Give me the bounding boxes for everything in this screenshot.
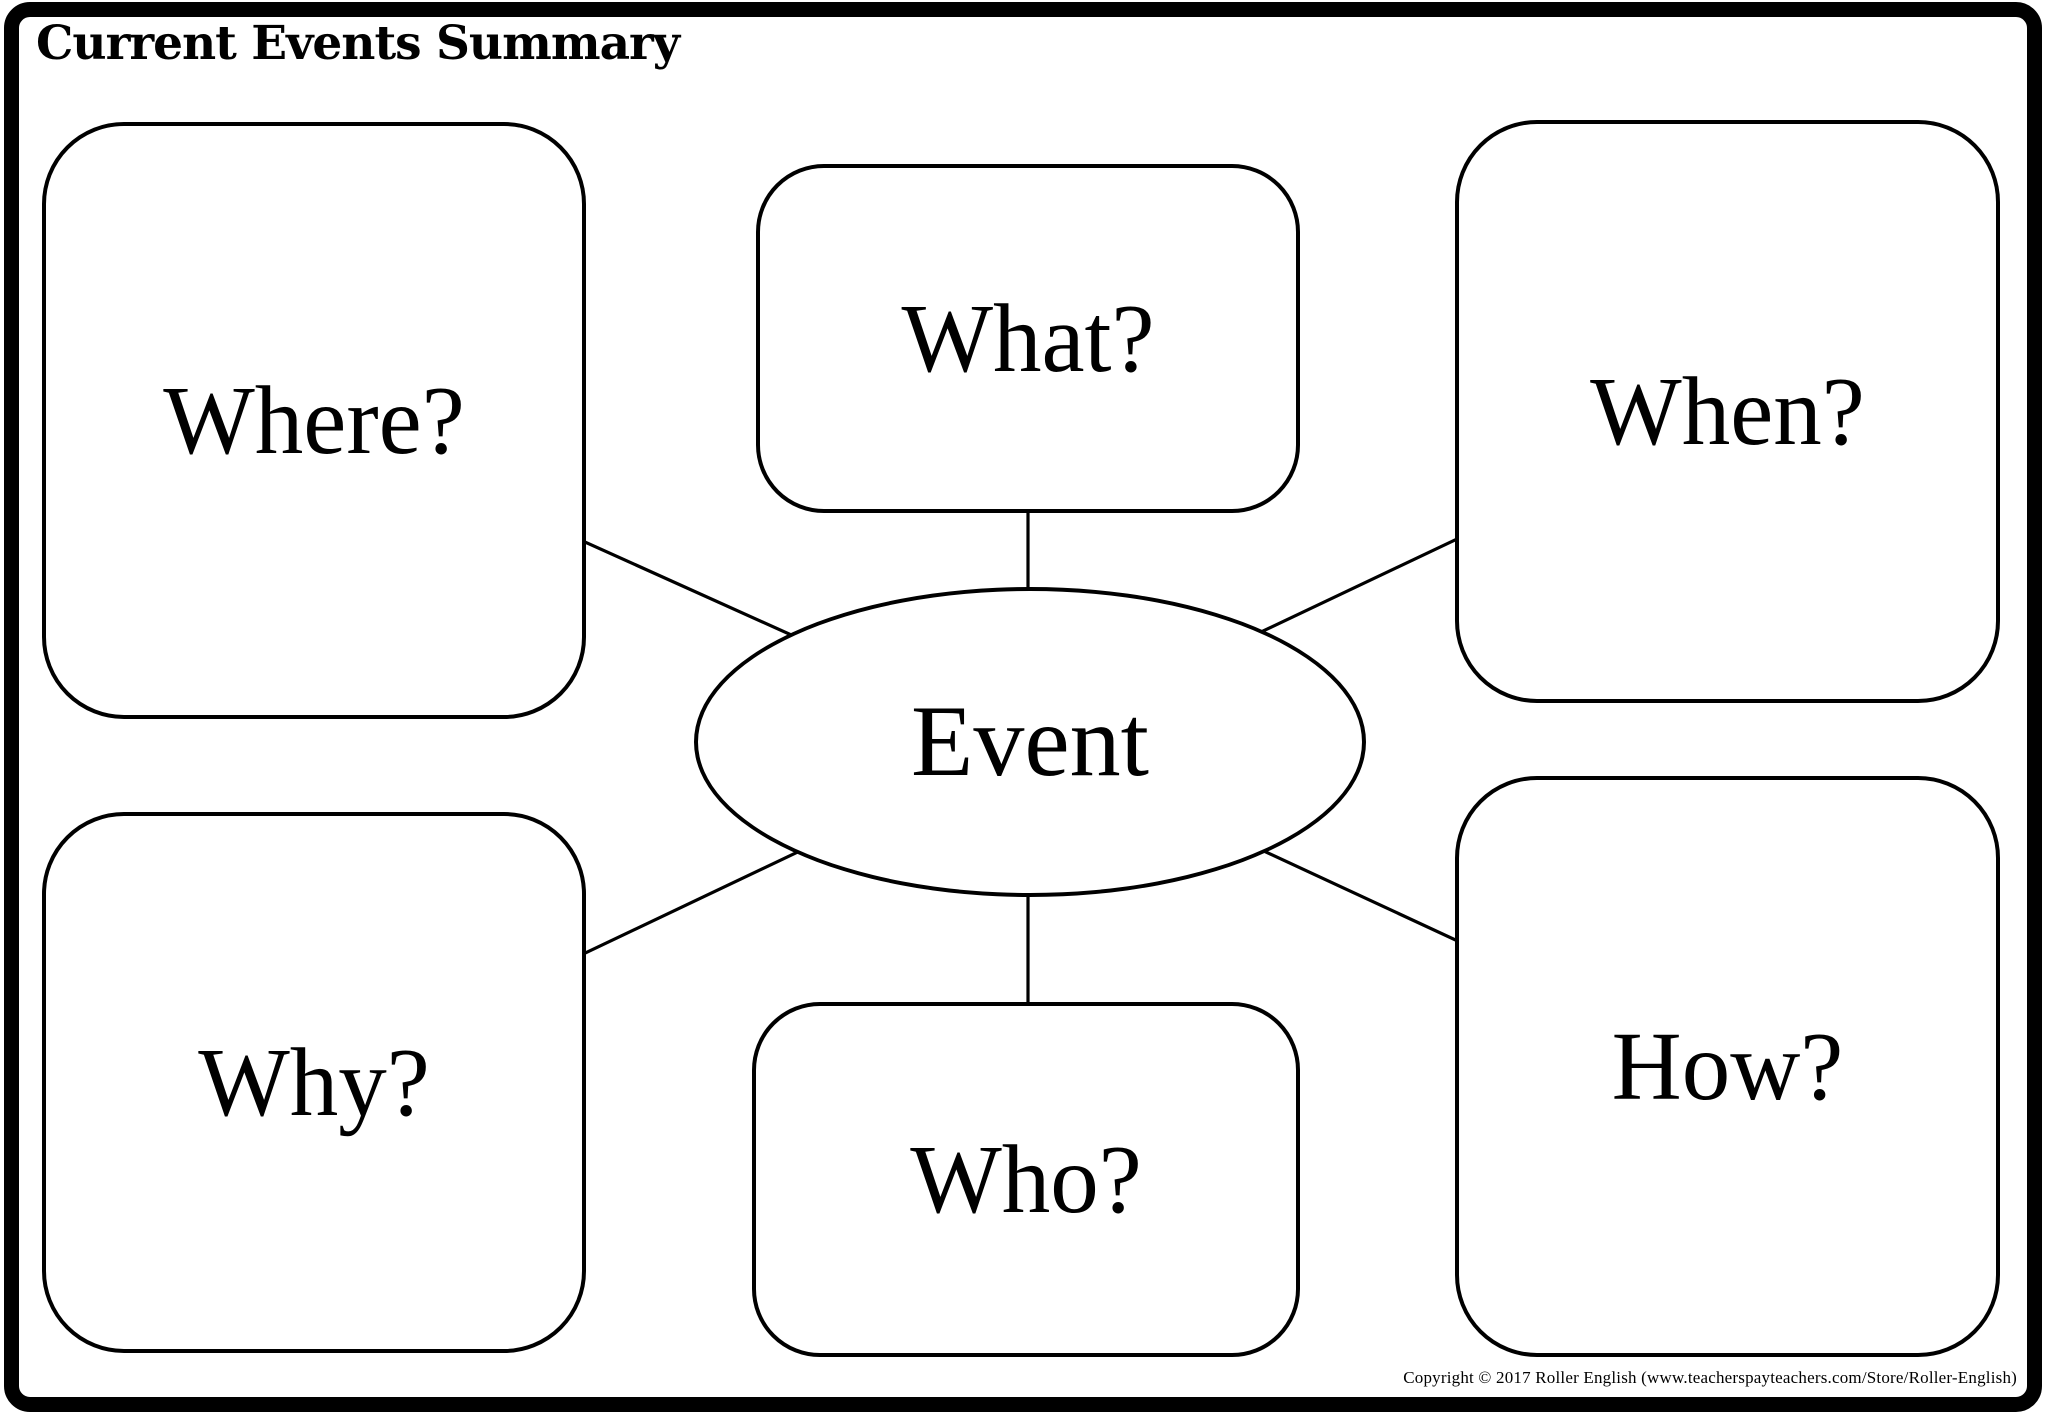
node-when-label: When? — [1590, 358, 1865, 465]
node-why: Why? — [42, 812, 586, 1353]
node-how: How? — [1455, 776, 2000, 1357]
copyright-text: Copyright © 2017 Roller English (www.tea… — [1403, 1368, 2017, 1387]
center-event-ellipse: Event — [694, 587, 1366, 897]
node-what: What? — [756, 164, 1300, 513]
node-why-label: Why? — [198, 1029, 430, 1136]
node-where: Where? — [42, 122, 586, 719]
center-event-label: Event — [911, 685, 1149, 798]
node-where-label: Where? — [163, 367, 465, 474]
node-when: When? — [1455, 120, 2000, 703]
node-who-label: Who? — [910, 1126, 1142, 1233]
page-title: Current Events Summary — [36, 16, 680, 71]
node-what-label: What? — [901, 285, 1155, 392]
node-who: Who? — [752, 1002, 1300, 1357]
node-how-label: How? — [1611, 1013, 1844, 1120]
